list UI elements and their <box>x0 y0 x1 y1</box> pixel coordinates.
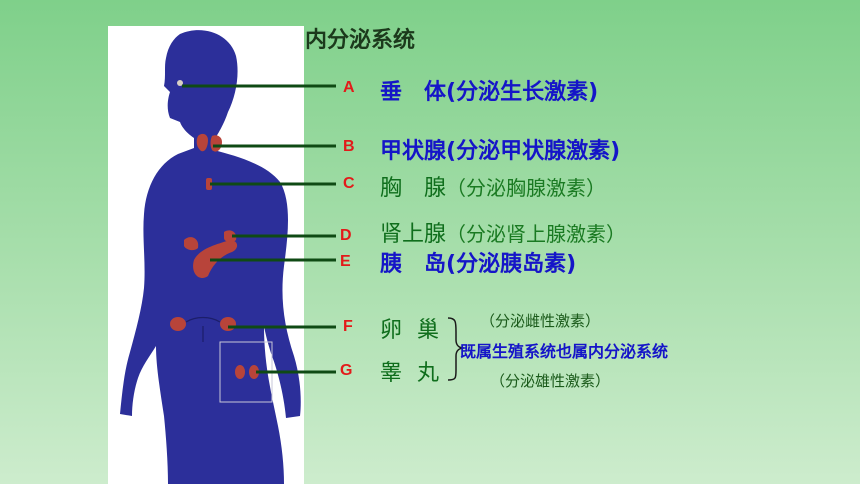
pituitary-organ <box>177 80 183 86</box>
ovary-left-organ <box>170 317 186 331</box>
testis-left-organ <box>235 365 245 379</box>
organ-name-adrenal: 肾上腺 <box>380 222 447 247</box>
label-letter-f: F <box>343 318 353 335</box>
label-pancreas: 胰 岛(分泌胰岛素) <box>380 246 576 278</box>
label-thymus: 胸 腺（分泌胸腺激素） <box>380 170 606 202</box>
note-dual-system: 既属生殖系统也属内分泌系统 <box>460 342 669 361</box>
hormone-note-pituitary: (分泌生长激素) <box>446 80 599 105</box>
hormone-note-thyroid: (分泌甲状腺激素) <box>446 139 621 164</box>
diagram-title: 内分泌系统 <box>305 28 416 53</box>
label-thyroid: 甲状腺(分泌甲状腺激素) <box>380 133 620 165</box>
hormone-note-pancreas: (分泌胰岛素) <box>446 252 577 277</box>
thymus-organ <box>206 178 212 190</box>
hormone-note-adrenal: （分泌肾上腺激素） <box>446 222 627 246</box>
label-letter-e: E <box>340 253 351 270</box>
human-body-figure <box>120 30 301 484</box>
organ-name-thyroid: 甲状腺 <box>380 139 447 164</box>
adrenal-organ <box>184 230 237 251</box>
label-letter-a: A <box>343 79 355 96</box>
label-letter-d: D <box>340 227 352 244</box>
testis-right-organ <box>249 365 259 379</box>
organ-name-pancreas: 胰 岛 <box>380 252 447 277</box>
organ-name-testis: 睾 丸 <box>380 361 443 386</box>
organ-name-ovary: 卵 巢 <box>380 318 443 343</box>
label-letter-g: G <box>340 362 353 379</box>
note-male-hormone: （分泌雄性激素） <box>490 372 611 390</box>
hormone-note-thymus: （分泌胸腺激素） <box>446 176 607 200</box>
brace <box>447 317 465 381</box>
label-adrenal: 肾上腺（分泌肾上腺激素） <box>380 216 626 248</box>
organ-name-thymus: 胸 腺 <box>380 176 447 201</box>
uterus-outline <box>185 316 221 342</box>
organ-name-pituitary: 垂 体 <box>380 80 447 105</box>
note-female-hormone: （分泌雌性激素） <box>480 312 601 330</box>
label-pituitary: 垂 体(分泌生长激素) <box>380 74 598 106</box>
label-letter-b: B <box>343 138 355 155</box>
label-letter-c: C <box>343 175 355 192</box>
